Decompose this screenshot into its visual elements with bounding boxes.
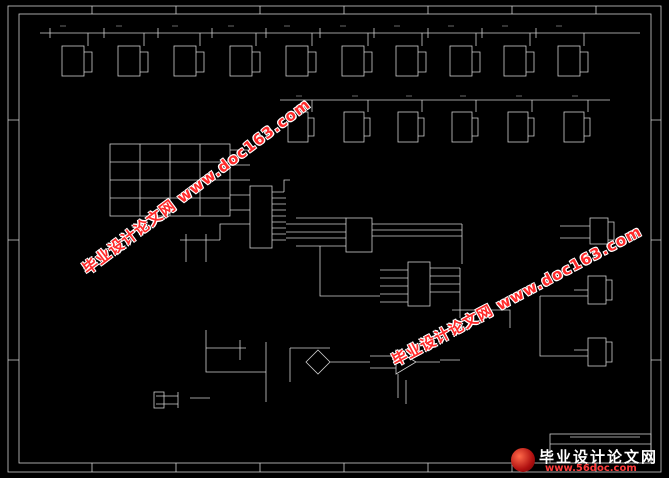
reset-circuit bbox=[180, 223, 250, 262]
mcu-chip bbox=[249, 179, 346, 249]
footer-logo[interactable]: 毕业设计论文网 www.56doc.com bbox=[505, 446, 665, 476]
footer-logo-title: 毕业设计论文网 bbox=[539, 448, 659, 466]
globe-logo-icon bbox=[511, 448, 535, 472]
drawing-frame-inner bbox=[18, 13, 652, 464]
title-block bbox=[549, 433, 652, 464]
keypad-matrix bbox=[109, 143, 250, 217]
footer-logo-url[interactable]: www.56doc.com bbox=[545, 463, 637, 474]
drawing-frame-outer bbox=[7, 5, 662, 473]
latch-chip bbox=[296, 217, 463, 297]
second-display-row bbox=[280, 99, 610, 143]
amplifier-circuit bbox=[289, 347, 460, 404]
right-side-modules bbox=[539, 217, 615, 367]
power-circuit bbox=[153, 330, 267, 409]
top-display-row bbox=[40, 28, 640, 77]
driver-chip bbox=[380, 261, 511, 328]
